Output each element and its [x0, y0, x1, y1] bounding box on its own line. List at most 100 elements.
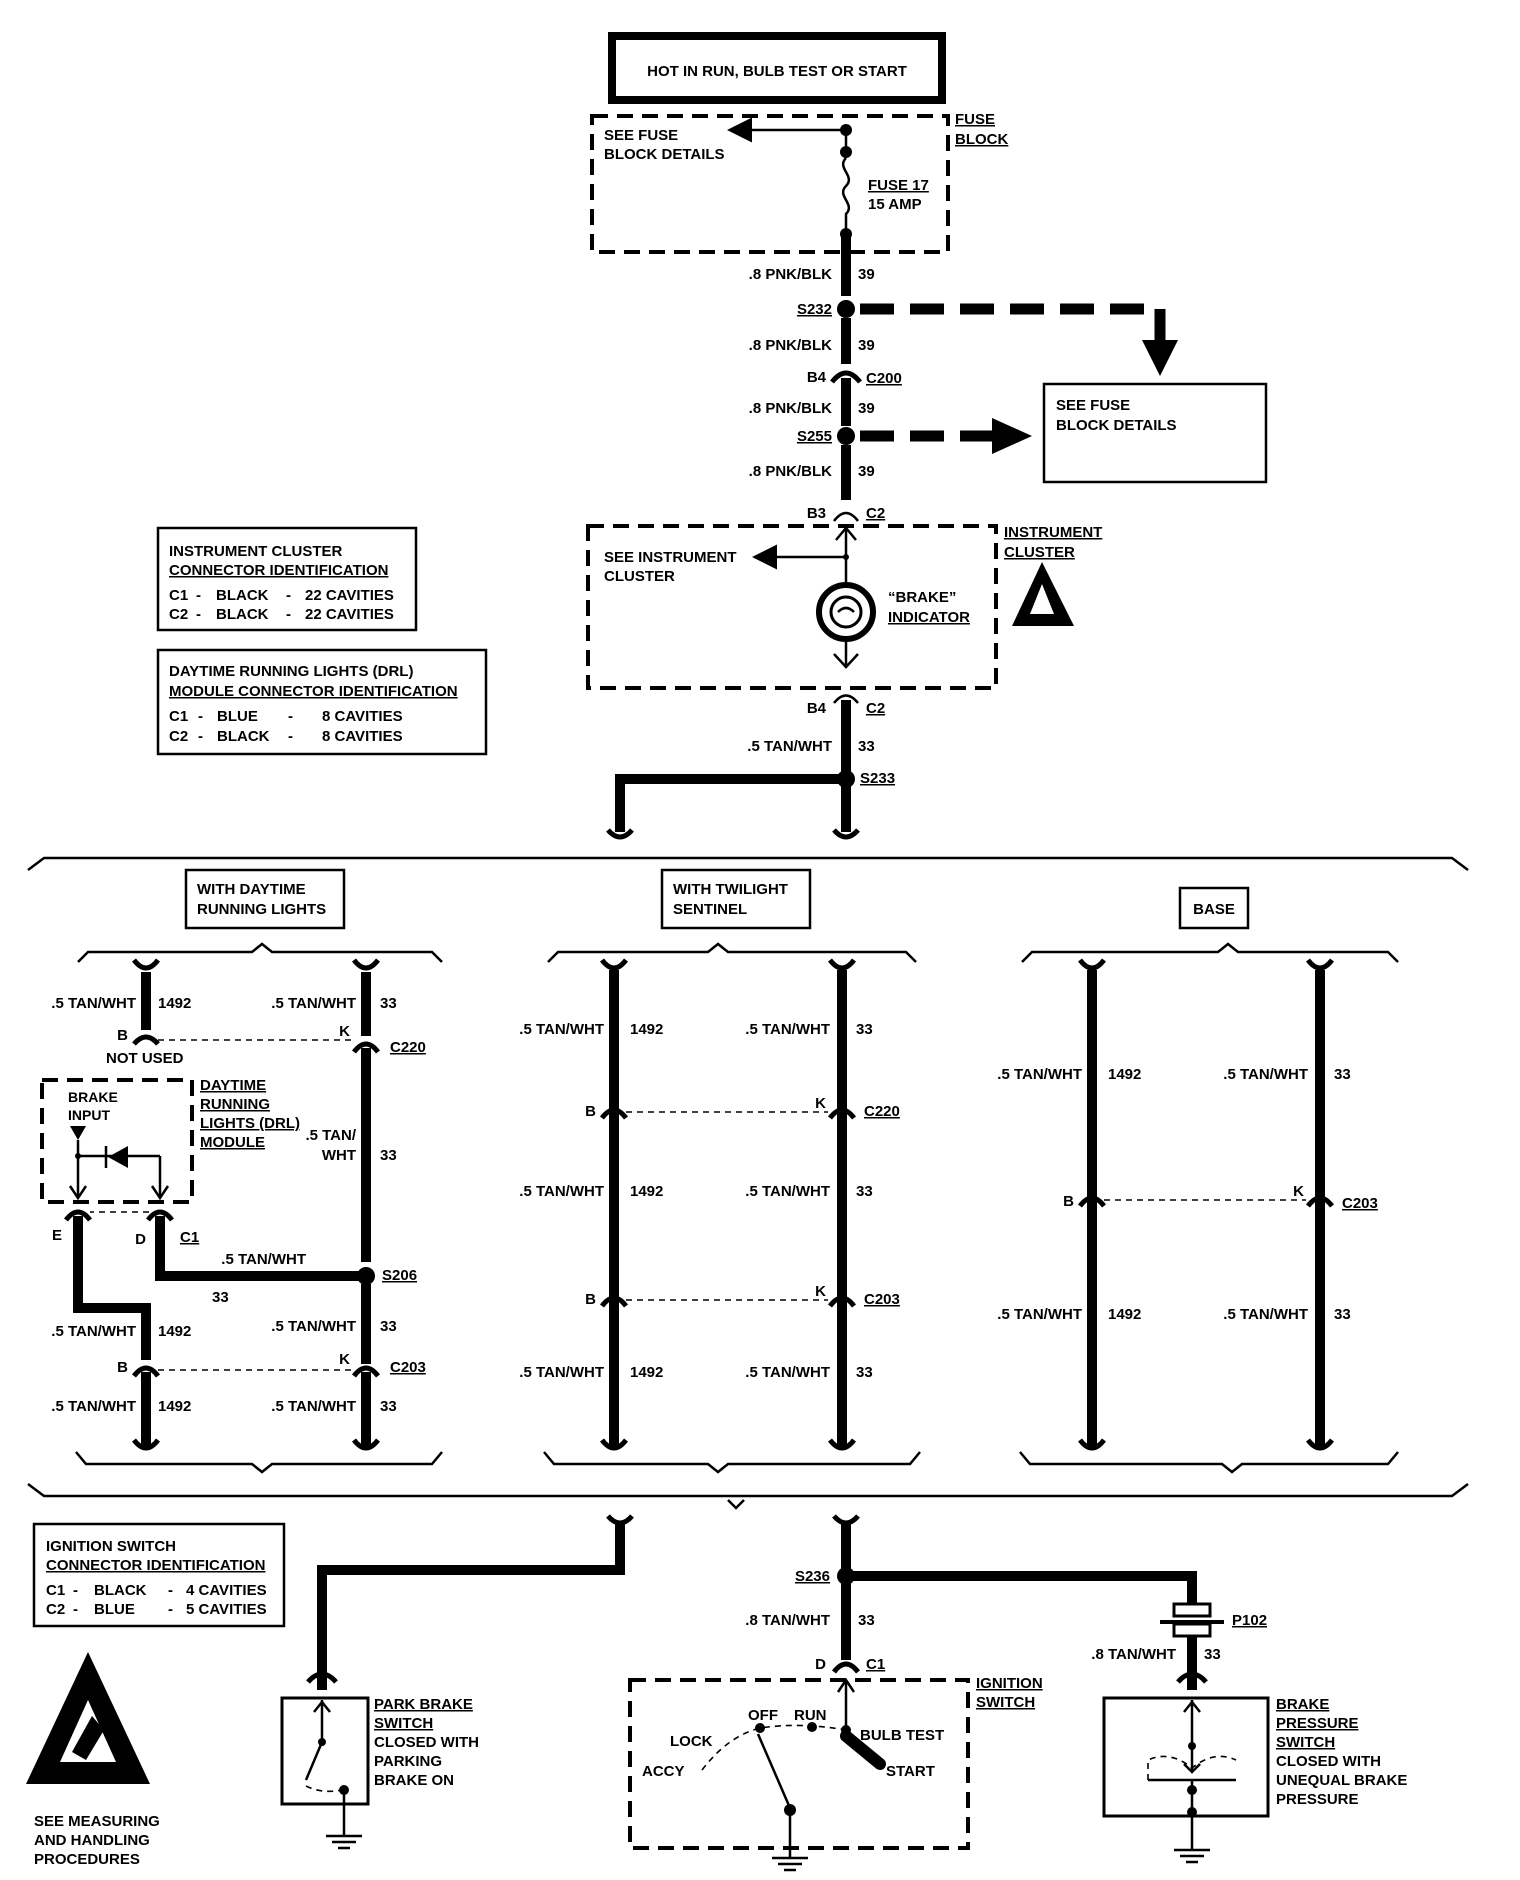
svg-text:-: -: [73, 1582, 78, 1599]
drl-diode: [108, 1146, 128, 1168]
c2-pin-b3: B3: [807, 505, 826, 522]
drl-id-r1-cav: 8 CAVITIES: [322, 708, 403, 725]
drl-id-r2-color: BLACK: [217, 728, 270, 745]
s233-branch: [615, 774, 846, 832]
bp-label-1: BRAKE: [1276, 1696, 1329, 1713]
wire-circuit-2: 39: [858, 337, 875, 354]
wire-circuit-3: 39: [858, 400, 875, 417]
drl-c203-pin-k: K: [339, 1351, 350, 1368]
splice-s232: [837, 300, 855, 318]
fuse-block-label-1: FUSE: [955, 111, 995, 128]
splice-s233-label: S233: [860, 770, 895, 787]
drl-module-label-4: MODULE: [200, 1134, 265, 1151]
connector-c1-ignition: [832, 1661, 860, 1674]
cluster-see-2: CLUSTER: [604, 568, 675, 585]
bp-label-6: PRESSURE: [1276, 1791, 1359, 1808]
tw-33-a-circuit: 33: [856, 1021, 873, 1038]
cluster-label-1: INSTRUMENT: [1004, 524, 1102, 541]
wire-circuit-4: 39: [858, 463, 875, 480]
drl-33-mid2-circuit: 33: [380, 1318, 397, 1335]
ign-wire-gauge: .8 TAN/WHT: [745, 1612, 830, 1629]
drl-c1-pin-d: D: [135, 1231, 146, 1248]
drl-c220-pin-b: B: [117, 1027, 128, 1044]
bp-label-5: UNEQUAL BRAKE: [1276, 1772, 1407, 1789]
ign-id-r2-cav: 5 CAVITIES: [186, 1601, 267, 1618]
drl-id-title-2: MODULE CONNECTOR IDENTIFICATION: [169, 683, 458, 700]
svg-text:-: -: [168, 1582, 173, 1599]
ign-pos-accy: ACCY: [642, 1763, 685, 1780]
drl-module-label-3: LIGHTS (DRL): [200, 1115, 300, 1132]
splice-s255-label: S255: [797, 428, 832, 445]
tw-1492-b-gauge: .5 TAN/WHT: [519, 1183, 604, 1200]
tw-c203-pin-b: B: [585, 1291, 596, 1308]
drl-brake-input-1: BRAKE: [68, 1089, 118, 1105]
ign-pos-start: START: [886, 1763, 935, 1780]
drl-33-bot-circuit: 33: [380, 1398, 397, 1415]
fuse-17-symbol: [841, 157, 851, 234]
tw-1492-a-circuit: 1492: [630, 1021, 663, 1038]
see-fuse-block-box: SEE FUSE BLOCK DETAILS: [1042, 382, 1268, 484]
splice-s236-label: S236: [795, 1568, 830, 1585]
splice-s206: [357, 1267, 375, 1285]
drl-c220-pin-k: K: [339, 1023, 350, 1040]
power-source-box: HOT IN RUN, BULB TEST OR START: [608, 32, 946, 104]
tw-1492-a-gauge: .5 TAN/WHT: [519, 1021, 604, 1038]
connector-c203-base: [1306, 1195, 1334, 1208]
option-base: BASE: [1193, 901, 1235, 918]
svg-text:-: -: [198, 728, 203, 745]
base-c203-pin-b: B: [1063, 1193, 1074, 1210]
cluster-id-r2-conn: C2: [169, 606, 188, 623]
wire-gauge-2: .8 PNK/BLK: [749, 337, 833, 354]
ign-pos-run: RUN: [794, 1707, 827, 1724]
drl-id-r1-conn: C1: [169, 708, 188, 725]
drl-c220-label: C220: [390, 1039, 426, 1056]
drl-33-mid-gauge-a: .5 TAN/: [305, 1127, 356, 1144]
drl-1492-mid-gauge: .5 TAN/WHT: [51, 1323, 136, 1340]
base-1492-a-gauge: .5 TAN/WHT: [997, 1066, 1082, 1083]
svg-text:-: -: [288, 708, 293, 725]
bp-label-3: SWITCH: [1276, 1734, 1335, 1751]
wire-circuit-1: 39: [858, 266, 875, 283]
drl-1492-bot-circuit: 1492: [158, 1398, 191, 1415]
c2-top-label: C2: [866, 505, 885, 522]
instrument-cluster: INSTRUMENT CLUSTER SEE INSTRUMENT CLUSTE…: [586, 524, 1102, 690]
drl-33-mid-gauge-b: WHT: [322, 1147, 356, 1164]
fuse-node-top: [840, 124, 852, 136]
ign-pos-off: OFF: [748, 1707, 778, 1724]
brake-indicator-label-2: INDICATOR: [888, 609, 970, 626]
drl-1492-bot-gauge: .5 TAN/WHT: [51, 1398, 136, 1415]
drl-c1-label: C1: [180, 1229, 199, 1246]
ign-id-title-1: IGNITION SWITCH: [46, 1538, 176, 1555]
tw-33-a-gauge: .5 TAN/WHT: [745, 1021, 830, 1038]
cluster-id-title-2: CONNECTOR IDENTIFICATION: [169, 562, 388, 579]
base-1492-a-circuit: 1492: [1108, 1066, 1141, 1083]
ign-label-2: SWITCH: [976, 1694, 1035, 1711]
drl-id-r1-color: BLUE: [217, 708, 258, 725]
drl-33-mid-circuit: 33: [380, 1147, 397, 1164]
option-tw-1: WITH TWILIGHT: [673, 881, 788, 898]
wire-gauge-3: .8 PNK/BLK: [749, 400, 833, 417]
drl-module: [40, 1078, 194, 1204]
park-label-3: CLOSED WITH: [374, 1734, 479, 1751]
base-33-b-circuit: 33: [1334, 1306, 1351, 1323]
connector-c220-tw: [828, 1107, 856, 1120]
c2-pin-b4: B4: [807, 700, 827, 717]
top-wire-run: .8 PNK/BLK 39 S232 .8 PNK/BLK 39 B4 C200…: [749, 234, 1178, 522]
svg-text:-: -: [73, 1601, 78, 1618]
cluster-out-gauge: .5 TAN/WHT: [747, 738, 832, 755]
brake-indicator-label-1: “BRAKE”: [888, 589, 956, 606]
tw-c220-pin-k: K: [815, 1095, 826, 1112]
ign-id-r1-conn: C1: [46, 1582, 65, 1599]
esd-handling-icon: [26, 1652, 150, 1784]
drl-id-title-1: DAYTIME RUNNING LIGHTS (DRL): [169, 663, 413, 680]
park-label-2: SWITCH: [374, 1715, 433, 1732]
esd-label-1: SEE MEASURING: [34, 1813, 160, 1830]
ign-wire-circuit: 33: [858, 1612, 875, 1629]
svg-text:-: -: [198, 708, 203, 725]
base-c203-pin-k: K: [1293, 1183, 1304, 1200]
ign-id-r1-color: BLACK: [94, 1582, 147, 1599]
option-drl-2: RUNNING LIGHTS: [197, 901, 326, 918]
cluster-id-r2-cav: 22 CAVITIES: [305, 606, 394, 623]
svg-text:-: -: [286, 587, 291, 604]
drl-33-top-gauge: .5 TAN/WHT: [271, 995, 356, 1012]
